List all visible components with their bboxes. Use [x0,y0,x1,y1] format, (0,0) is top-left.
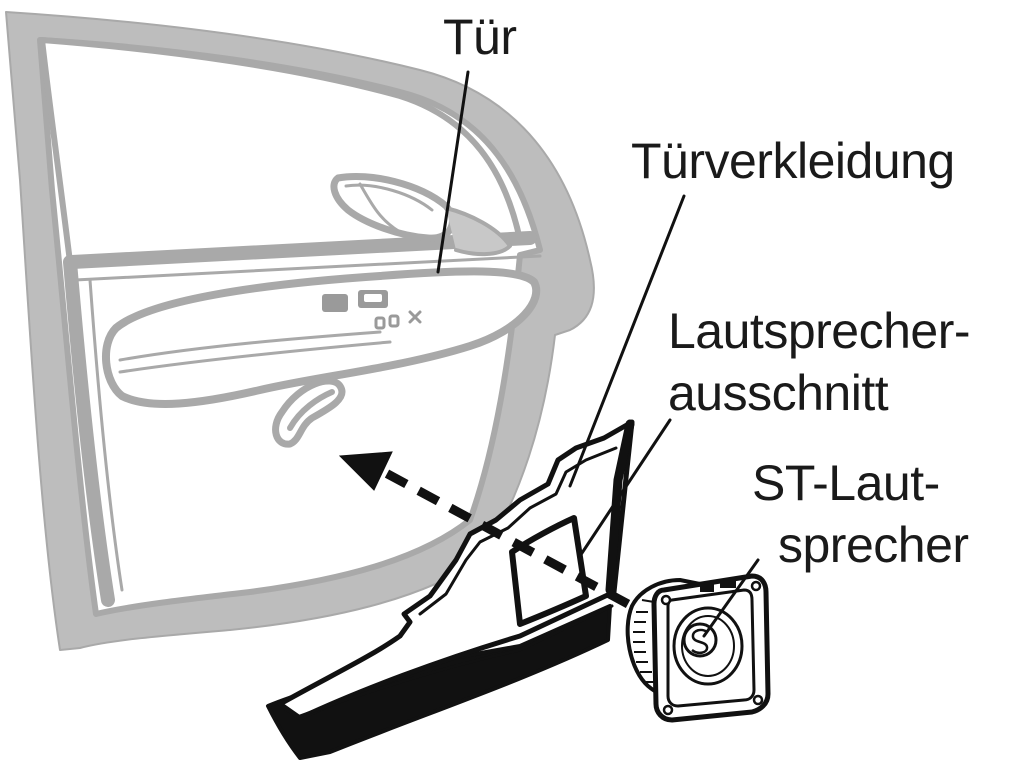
door-control-icons [374,310,422,330]
speaker-logo-icon [691,628,709,655]
trim-panel-body [277,419,635,721]
installation-arrow [338,451,631,608]
installation-arrow-head [338,451,393,491]
leader-door [436,70,470,274]
speaker [625,573,771,723]
label-speaker-cutout-line2: ausschnitt [668,365,889,421]
window-switch-left [322,294,348,312]
screw-hole-bottom-right [752,694,764,706]
label-door-panel: Türverkleidung [631,133,955,189]
screw-hole-bottom-left [662,704,674,716]
installation-arrow-line [381,468,631,608]
label-door: Tür [443,9,517,65]
leader-speaker-cutout [578,418,672,558]
speaker-cutout [509,515,589,627]
label-speaker-line2: sprecher [778,517,969,573]
label-speaker-cutout-line1: Lautsprecher- [668,303,970,359]
door-trim-panel [266,419,635,760]
car-door [5,11,595,651]
leader-speaker [702,558,760,638]
window-sill [65,231,537,269]
screw-hole-top-right [750,580,762,592]
screw-hole-top-left [660,594,672,606]
leader-door-panel [568,194,686,488]
door-hinge-edge [63,255,115,607]
label-speaker-line1: ST-Laut- [752,455,940,511]
leader-lines [436,70,760,638]
